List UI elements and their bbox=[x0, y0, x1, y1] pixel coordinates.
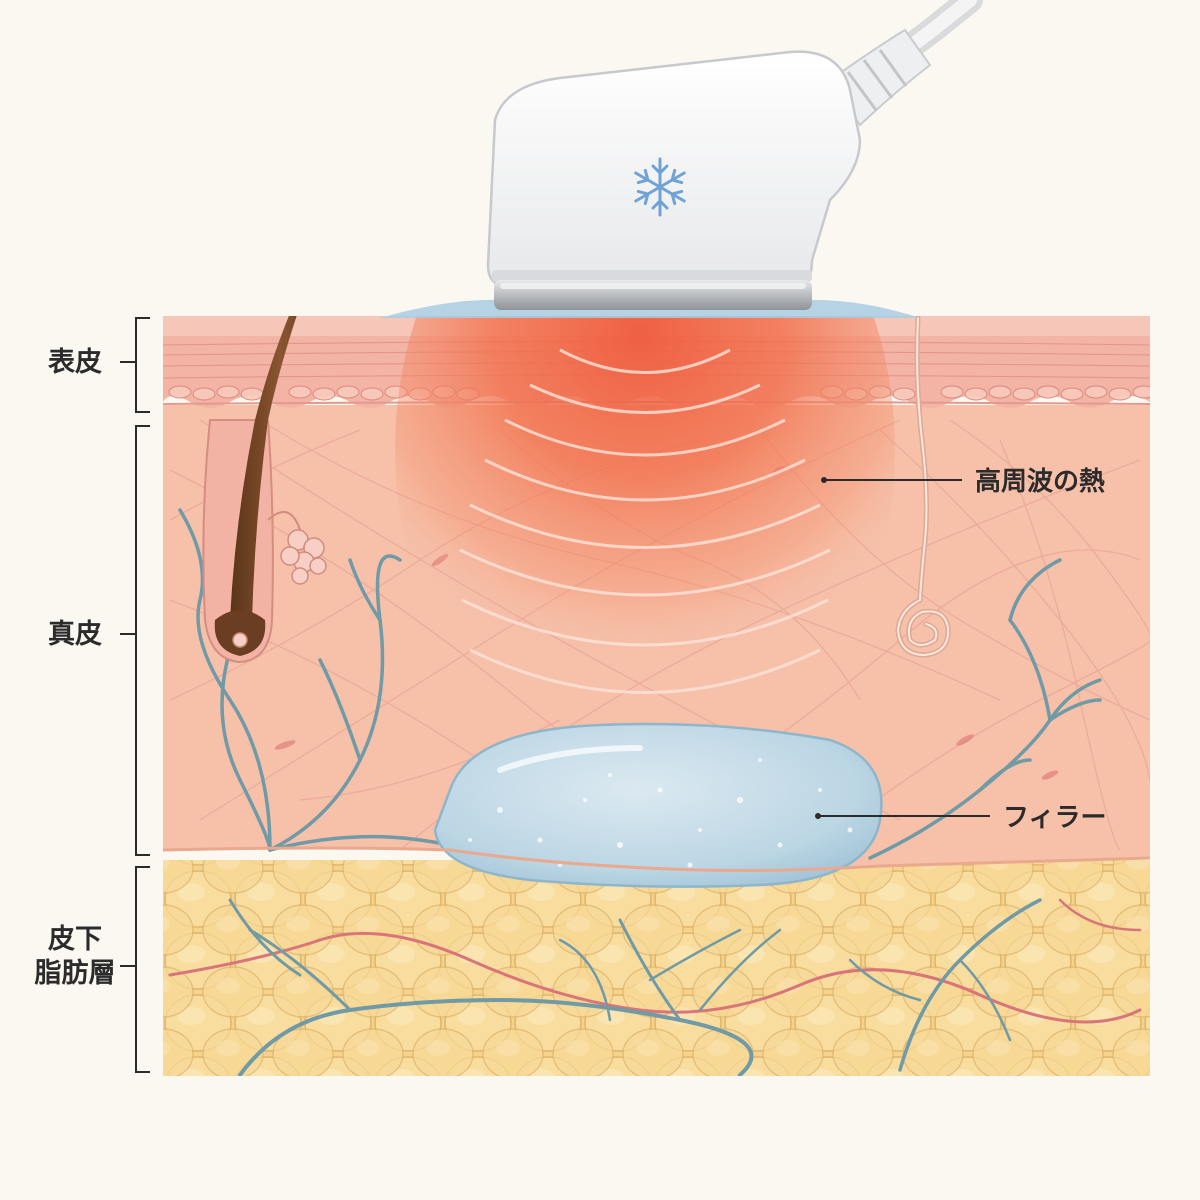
label-filler: フィラー bbox=[1003, 803, 1106, 833]
filler-particles bbox=[468, 758, 853, 868]
fat-blood-vessels bbox=[168, 898, 1142, 1076]
dermis-blood-vessels bbox=[178, 508, 1102, 860]
heat-wave-arcs bbox=[459, 348, 831, 694]
filler-bolus bbox=[433, 722, 883, 888]
tissue-block bbox=[163, 316, 1150, 1076]
label-rf-heat: 高周波の熱 bbox=[975, 466, 1105, 497]
label-subcutaneous-1: 皮下 bbox=[48, 924, 102, 955]
bracket-epidermis bbox=[120, 317, 150, 413]
label-dermis: 真皮 bbox=[48, 619, 102, 650]
hair-follicle bbox=[202, 316, 327, 664]
sebaceous-gland bbox=[280, 529, 327, 585]
snowflake-icon bbox=[634, 157, 686, 217]
layer-brackets bbox=[120, 317, 150, 1073]
bracket-subcutaneous bbox=[120, 866, 150, 1073]
label-epidermis: 表皮 bbox=[48, 347, 102, 378]
callout-rf-heat: 高周波の熱 bbox=[821, 466, 1105, 497]
callout-filler: フィラー bbox=[815, 803, 1106, 833]
rf-probe bbox=[380, 0, 983, 318]
label-subcutaneous-2: 脂肪層 bbox=[35, 958, 116, 989]
bracket-dermis bbox=[120, 425, 150, 856]
